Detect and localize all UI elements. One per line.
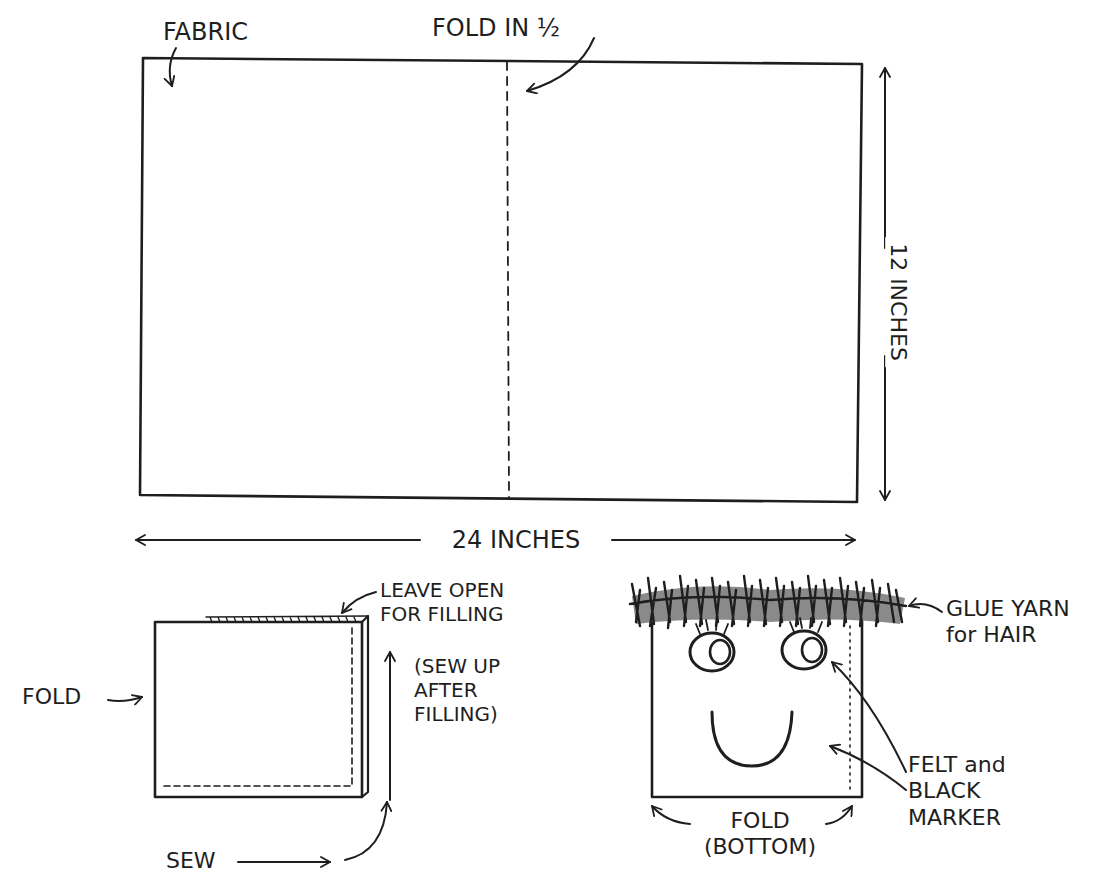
leader-arrow: [108, 697, 142, 701]
dimension-arrow: [884, 356, 886, 500]
direction-arrow: [345, 802, 387, 860]
dimension-arrow: [612, 539, 855, 541]
smile: [712, 712, 792, 766]
pillow-square: [652, 614, 862, 797]
leader-arrow: [832, 662, 906, 772]
folded-square: [155, 622, 362, 797]
instruction-label: FELT and BLACK MARKER: [908, 752, 1038, 831]
direction-arrow: [389, 652, 391, 800]
eye: [782, 631, 826, 669]
fold-line: [507, 62, 509, 497]
instruction-label: (SEW UP AFTER FILLING): [414, 654, 524, 726]
leader-arrow: [652, 806, 690, 824]
instruction-label: FOLD (BOTTOM): [695, 808, 825, 861]
instruction-label: FOLD IN ½: [432, 14, 560, 43]
dimension-label: 12 INCHES: [885, 237, 911, 367]
instruction-label: GLUE YARN for HAIR: [946, 596, 1091, 649]
instruction-label: FOLD: [22, 684, 81, 710]
instruction-label: LEAVE OPEN FOR FILLING: [380, 578, 530, 626]
sewing-line: [162, 628, 352, 786]
dimension-arrow: [884, 68, 886, 248]
direction-arrow: [238, 861, 330, 863]
eye: [690, 633, 734, 671]
instruction-label: SEW: [166, 848, 216, 873]
part-label: FABRIC: [163, 18, 248, 47]
pupil: [802, 638, 822, 662]
pupil: [710, 640, 730, 664]
yarn-hair: [630, 576, 906, 628]
dimension-arrow: [136, 539, 420, 541]
leader-arrow: [826, 806, 852, 824]
leader-arrow: [342, 592, 376, 613]
leader-arrow: [830, 746, 906, 790]
open-edge-hatching: [206, 616, 368, 622]
leader-arrow: [909, 604, 942, 612]
fabric-rectangle: [140, 58, 862, 502]
leader-arrow: [170, 48, 176, 86]
sewing-line: [849, 626, 851, 790]
leader-arrow: [527, 38, 594, 91]
dimension-label: 24 INCHES: [446, 526, 586, 555]
